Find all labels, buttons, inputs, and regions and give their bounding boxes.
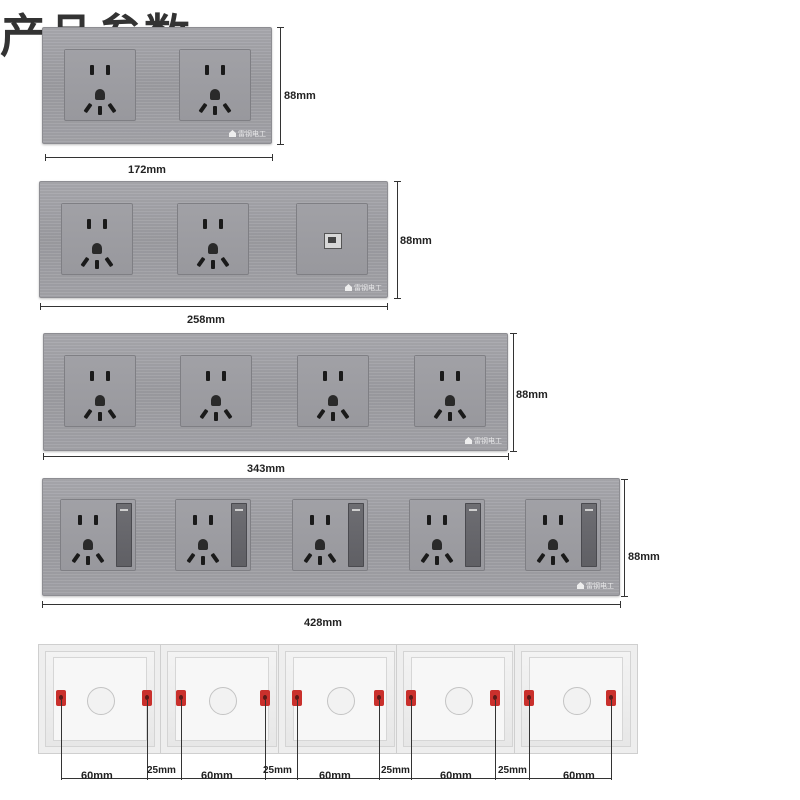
rocker-switch xyxy=(348,503,364,567)
knockout-hole xyxy=(563,687,591,715)
screw-lug xyxy=(374,690,384,706)
outlet-module xyxy=(297,355,369,427)
screw-lug xyxy=(524,690,534,706)
panel-5-gang-switched: 雷钢电工 xyxy=(42,478,620,596)
panel-3-height-label: 88mm xyxy=(516,389,548,401)
knockout-hole xyxy=(209,687,237,715)
network-module xyxy=(296,203,368,275)
outlet-module xyxy=(61,203,133,275)
junction-box xyxy=(38,644,162,754)
rocker-switch xyxy=(465,503,481,567)
box-dim-8: 25mm xyxy=(498,765,527,776)
panel-4-height-label: 88mm xyxy=(628,551,660,563)
screw-lug xyxy=(56,690,66,706)
brand-logo: 雷钢电工 xyxy=(229,129,266,139)
box-dim-2: 25mm xyxy=(147,765,176,776)
box-dim-7: 60mm xyxy=(440,770,472,782)
outlet-module xyxy=(64,49,136,121)
box-dim-3: 60mm xyxy=(201,770,233,782)
box-dim-1: 60mm xyxy=(81,770,113,782)
rocker-switch xyxy=(581,503,597,567)
panel-3-gang: 雷钢电工 xyxy=(39,181,388,298)
outlet-module xyxy=(414,355,486,427)
knockout-hole xyxy=(327,687,355,715)
panel-2-gang: 雷钢电工 xyxy=(42,27,272,144)
box-dim-5: 60mm xyxy=(319,770,351,782)
panel-3-width-label: 343mm xyxy=(247,463,285,475)
screw-lug xyxy=(406,690,416,706)
brand-logo: 雷钢电工 xyxy=(465,436,502,446)
panel-4-width-label: 428mm xyxy=(304,617,342,629)
switched-outlet-module xyxy=(292,499,368,571)
knockout-hole xyxy=(445,687,473,715)
box-dim-9: 60mm xyxy=(563,770,595,782)
panel-1-width-label: 172mm xyxy=(128,164,166,176)
screw-lug xyxy=(606,690,616,706)
outlet-module xyxy=(177,203,249,275)
rocker-switch xyxy=(231,503,247,567)
outlet-module xyxy=(64,355,136,427)
panel-4-gang: 雷钢电工 xyxy=(43,333,508,451)
switched-outlet-module xyxy=(525,499,601,571)
screw-lug xyxy=(260,690,270,706)
panel-2-height-label: 88mm xyxy=(400,235,432,247)
outlet-module xyxy=(179,49,251,121)
switched-outlet-module xyxy=(409,499,485,571)
box-dim-6: 25mm xyxy=(381,765,410,776)
box-dim-4: 25mm xyxy=(263,765,292,776)
outlet-module xyxy=(180,355,252,427)
junction-box xyxy=(514,644,638,754)
switched-outlet-module xyxy=(60,499,136,571)
rocker-switch xyxy=(116,503,132,567)
panel-2-width-label: 258mm xyxy=(187,314,225,326)
ethernet-port-icon xyxy=(324,233,342,249)
panel-1-height-label: 88mm xyxy=(284,90,316,102)
screw-lug xyxy=(292,690,302,706)
brand-logo: 雷钢电工 xyxy=(345,283,382,293)
switched-outlet-module xyxy=(175,499,251,571)
screw-lug xyxy=(490,690,500,706)
screw-lug xyxy=(142,690,152,706)
knockout-hole xyxy=(87,687,115,715)
screw-lug xyxy=(176,690,186,706)
brand-logo: 雷钢电工 xyxy=(577,581,614,591)
